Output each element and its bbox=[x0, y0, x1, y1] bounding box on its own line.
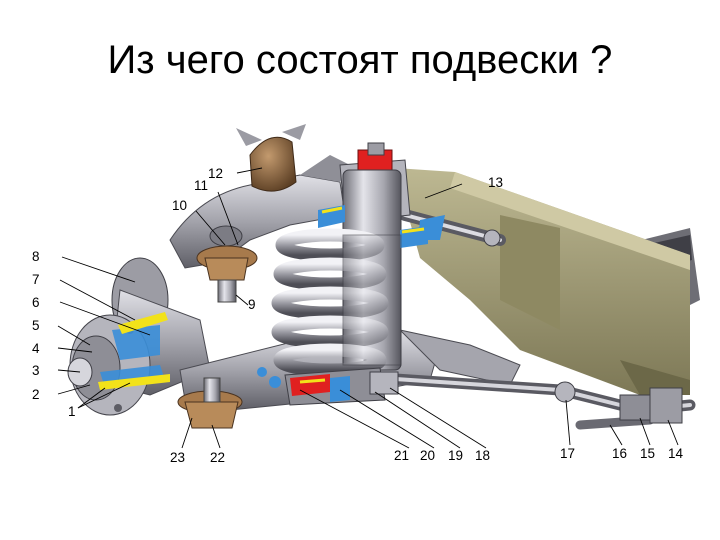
part-label-3: 3 bbox=[32, 363, 40, 378]
upper-ball-joint bbox=[196, 245, 258, 303]
part-label-13: 13 bbox=[488, 175, 503, 190]
part-label-11: 11 bbox=[194, 178, 208, 193]
frame-member bbox=[395, 168, 690, 395]
bump-stop bbox=[236, 124, 306, 192]
part-label-4: 4 bbox=[32, 341, 40, 356]
part-label-17: 17 bbox=[560, 446, 575, 461]
part-label-22: 22 bbox=[210, 450, 225, 465]
part-label-23: 23 bbox=[170, 450, 185, 465]
part-label-15: 15 bbox=[640, 446, 655, 461]
coil-spring bbox=[271, 228, 402, 377]
part-label-20: 20 bbox=[420, 448, 435, 463]
slide-title: Из чего состоят подвески ? bbox=[107, 38, 613, 82]
stabilizer-bar bbox=[374, 372, 696, 430]
part-label-6: 6 bbox=[32, 295, 40, 310]
part-label-14: 14 bbox=[668, 446, 684, 461]
part-label-2: 2 bbox=[32, 387, 40, 402]
part-label-8: 8 bbox=[32, 249, 40, 264]
part-label-16: 16 bbox=[612, 446, 627, 461]
part-label-21: 21 bbox=[394, 448, 409, 463]
part-label-7: 7 bbox=[32, 272, 40, 287]
part-label-10: 10 bbox=[172, 198, 187, 213]
upper-arm-axle bbox=[399, 209, 506, 247]
part-label-18: 18 bbox=[475, 448, 490, 463]
upper-control-arm bbox=[169, 155, 350, 269]
part-label-5: 5 bbox=[32, 318, 40, 333]
lower-ball-joint bbox=[177, 377, 243, 429]
part-label-1: 1 bbox=[68, 404, 76, 419]
part-labels: 12 11 10 13 9 8 7 6 5 4 3 2 1 23 22 21 2… bbox=[32, 166, 684, 465]
leader-lines bbox=[57, 167, 679, 449]
part-label-9: 9 bbox=[248, 297, 256, 312]
part-label-12: 12 bbox=[208, 166, 223, 181]
part-label-19: 19 bbox=[448, 448, 463, 463]
